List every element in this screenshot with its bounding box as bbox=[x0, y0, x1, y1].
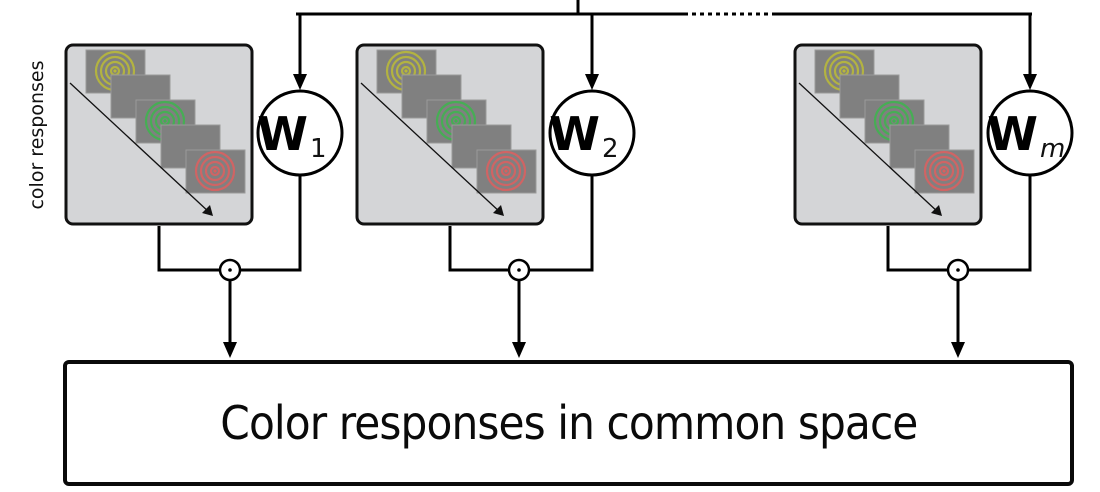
weight-input-arrowhead bbox=[293, 74, 307, 90]
ring bbox=[199, 155, 231, 187]
ring-center bbox=[213, 169, 217, 173]
concentric-rings-icon bbox=[194, 150, 236, 192]
common-space-label: Color responses in common space bbox=[219, 396, 918, 450]
ring-center bbox=[504, 169, 508, 173]
time-arrow-head bbox=[931, 205, 942, 216]
panel-output-line bbox=[448, 226, 509, 272]
dot-product-dot bbox=[956, 268, 960, 272]
weight-symbol: W bbox=[549, 107, 600, 161]
weight-output-line bbox=[240, 175, 302, 272]
ring-center bbox=[892, 119, 896, 123]
panel-output-line bbox=[886, 226, 948, 272]
ring bbox=[209, 165, 221, 177]
weight-output-line bbox=[968, 175, 1032, 272]
ring-center bbox=[454, 119, 458, 123]
projection-arrowhead bbox=[223, 342, 237, 358]
time-arrow-line bbox=[798, 82, 940, 214]
ring bbox=[923, 150, 965, 192]
ring-center bbox=[842, 69, 846, 73]
concentric-rings-icon bbox=[485, 150, 527, 192]
weight-input-arrowhead bbox=[585, 74, 599, 90]
weight-symbol: W bbox=[257, 107, 308, 161]
dot-product-dot bbox=[228, 268, 232, 272]
weight-symbol: W bbox=[987, 107, 1038, 161]
ring bbox=[933, 160, 955, 182]
ring bbox=[490, 155, 522, 187]
ring-center bbox=[163, 119, 167, 123]
weight-subscript: m bbox=[1040, 134, 1065, 164]
ring bbox=[938, 165, 950, 177]
weight-subscript: 1 bbox=[310, 134, 327, 164]
ring-center bbox=[942, 169, 946, 173]
ring bbox=[485, 150, 527, 192]
ring bbox=[204, 160, 226, 182]
time-arrow-line bbox=[360, 82, 502, 214]
time-arrow-head bbox=[202, 205, 213, 216]
input-bus bbox=[296, 0, 1032, 16]
ring-center bbox=[113, 69, 117, 73]
ring-center bbox=[404, 69, 408, 73]
weight-input-arrowhead bbox=[1023, 74, 1037, 90]
projection-arrowhead bbox=[951, 342, 965, 358]
color-responses-axis-label: color responses bbox=[26, 60, 48, 210]
time-arrow-line bbox=[69, 82, 211, 214]
ring bbox=[495, 160, 517, 182]
ring bbox=[500, 165, 512, 177]
weight-subscript: 2 bbox=[602, 134, 619, 164]
panel-output-line bbox=[157, 226, 220, 272]
ring bbox=[194, 150, 236, 192]
time-arrow-head bbox=[493, 205, 504, 216]
concentric-rings-icon bbox=[923, 150, 965, 192]
weight-output-line bbox=[529, 175, 594, 272]
dot-product-dot bbox=[517, 268, 521, 272]
ring bbox=[928, 155, 960, 187]
projection-arrowhead bbox=[512, 342, 526, 358]
common-space-box: Color responses in common space bbox=[63, 360, 1074, 486]
